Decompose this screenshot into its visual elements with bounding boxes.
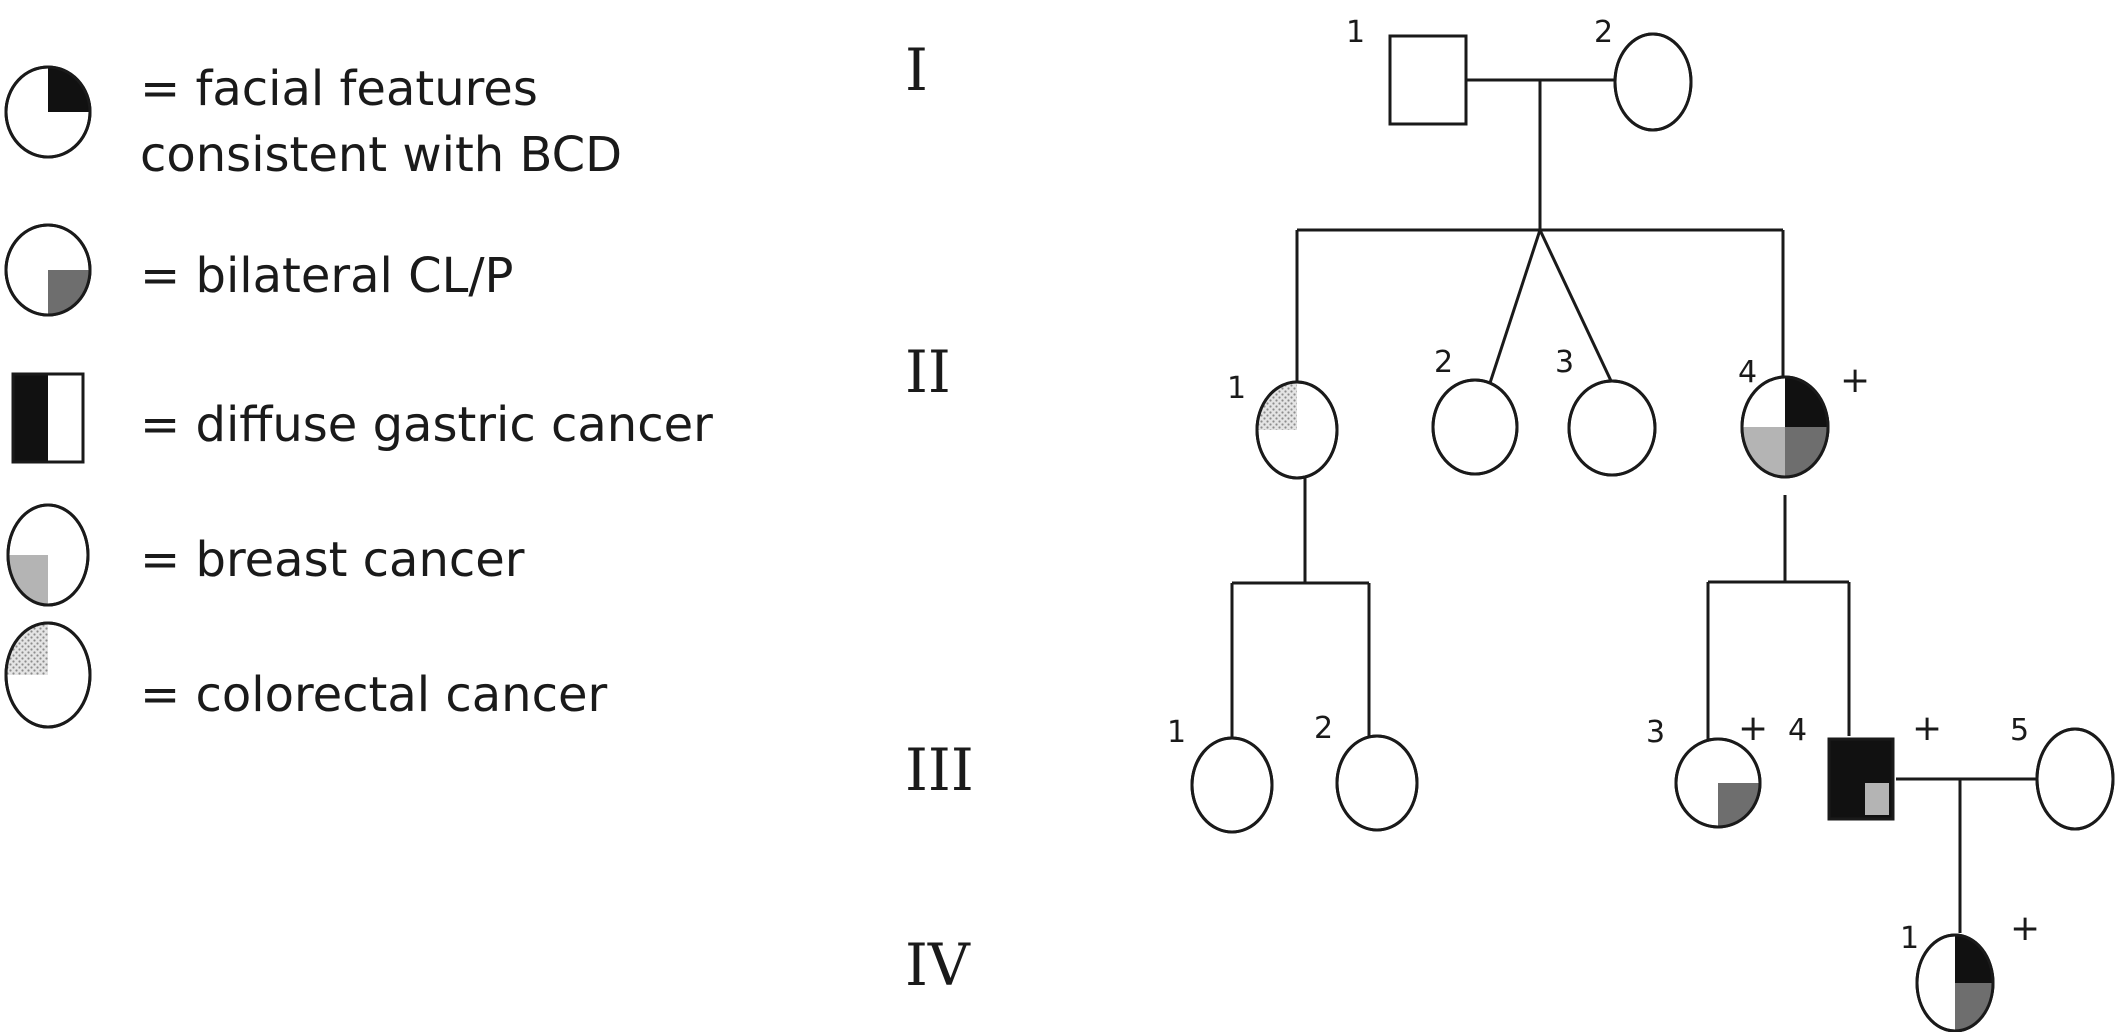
individual-number: 1 bbox=[1167, 715, 1186, 750]
individual-ii-3: 3 bbox=[1555, 345, 1657, 477]
legend-symbol-clp-quadrant bbox=[48, 270, 90, 315]
legend-label: = diffuse gastric cancer bbox=[140, 397, 713, 453]
legend-label: = breast cancer bbox=[140, 532, 525, 588]
individual-iii-3: 3+ bbox=[1646, 708, 1768, 829]
individual-symbol-outline bbox=[1915, 933, 1995, 1032]
individual-ii-4: 4+ bbox=[1738, 355, 1870, 479]
individual-symbol-outline bbox=[1335, 734, 1419, 832]
legend-symbol-outline bbox=[4, 621, 92, 729]
legend-item: = diffuse gastric cancer bbox=[11, 372, 713, 464]
legend-item: = breast cancer bbox=[6, 503, 525, 607]
individual-symbol-clp-quadrant bbox=[1785, 427, 1828, 477]
individual-symbol-clp-quadrant bbox=[1718, 783, 1760, 827]
legend-label: consistent with BCD bbox=[140, 127, 622, 183]
legend-symbol-colorectal-quadrant bbox=[6, 623, 48, 675]
individual-ii-1: 1 bbox=[1227, 371, 1339, 480]
individual-symbol-gastric-half bbox=[1829, 739, 1861, 819]
individual-number: 2 bbox=[1314, 711, 1333, 746]
legend-symbol-outline bbox=[11, 372, 85, 464]
individual-number: 1 bbox=[1346, 15, 1365, 50]
individual-symbol-outline bbox=[1388, 34, 1468, 126]
carrier-plus-mark: + bbox=[1840, 360, 1870, 401]
legend-label: = colorectal cancer bbox=[140, 667, 608, 723]
individual-symbol-upper-fill bbox=[1861, 739, 1893, 779]
individual-number: 1 bbox=[1900, 921, 1919, 956]
twin-line-II-3 bbox=[1538, 229, 1614, 384]
individual-symbol-outline bbox=[1613, 32, 1693, 132]
legend-item: = colorectal cancer bbox=[4, 621, 608, 729]
individual-symbol-outline bbox=[1431, 378, 1519, 476]
legend-symbol-outline bbox=[6, 503, 90, 607]
individual-i-1: 1 bbox=[1346, 15, 1468, 126]
legend-label: = facial features bbox=[140, 61, 538, 117]
carrier-plus-mark: + bbox=[1738, 708, 1768, 749]
legend-symbol-gastric-half bbox=[13, 374, 48, 462]
individual-iii-4: 4+ bbox=[1788, 708, 1942, 821]
individual-iv-1: 1+ bbox=[1900, 908, 2040, 1032]
legend-item: = bilateral CL/P bbox=[4, 223, 514, 317]
individual-i-2: 2 bbox=[1594, 15, 1693, 132]
individual-symbol-clp-quadrant bbox=[1955, 983, 1993, 1031]
legend: = facial features consistent with BCD = bi… bbox=[4, 61, 713, 729]
individual-number: 3 bbox=[1555, 345, 1574, 380]
individual-symbol-square bbox=[1388, 34, 1468, 126]
individual-symbol-breast-quadrant bbox=[1742, 427, 1785, 477]
individual-symbol-outline bbox=[2035, 727, 2115, 831]
individual-number: 5 bbox=[2010, 713, 2029, 748]
individual-iii-5: 5 bbox=[2010, 713, 2115, 831]
individual-iii-2: 2 bbox=[1314, 711, 1419, 832]
generation-label-III: III bbox=[905, 736, 974, 804]
legend-symbol-breast-quadrant bbox=[8, 555, 48, 605]
individual-number: 4 bbox=[1788, 713, 1807, 748]
individual-number: 2 bbox=[1434, 345, 1453, 380]
individual-symbol-outline bbox=[1567, 379, 1657, 477]
generation-label-IV: IV bbox=[905, 931, 971, 999]
individual-symbol-colorectal-quadrant bbox=[1257, 382, 1297, 430]
legend-symbol-outline bbox=[4, 65, 92, 159]
legend-label: = bilateral CL/P bbox=[140, 248, 514, 304]
carrier-plus-mark: + bbox=[1912, 708, 1942, 749]
pedigree-lines bbox=[1230, 78, 2038, 933]
individual-number: 1 bbox=[1227, 371, 1246, 406]
individual-symbol-outline bbox=[1740, 375, 1830, 479]
twin-line-II-2 bbox=[1488, 229, 1542, 384]
individual-iii-1: 1 bbox=[1167, 715, 1274, 834]
individual-symbol-outline bbox=[1190, 736, 1274, 834]
generation-label-II: II bbox=[905, 338, 951, 406]
individual-symbol-breast-quadrant bbox=[1865, 783, 1889, 815]
legend-symbol-outline bbox=[4, 223, 92, 317]
individual-number: 4 bbox=[1738, 355, 1757, 390]
legend-symbol-facial-quadrant bbox=[48, 67, 90, 112]
individual-symbol-outline bbox=[1827, 737, 1895, 821]
legend-item: = facial features consistent with BCD bbox=[4, 61, 622, 183]
individual-symbol-facial-quadrant bbox=[1955, 935, 1993, 983]
individual-symbol-facial-quadrant bbox=[1785, 377, 1828, 427]
individual-symbol-outline bbox=[1255, 380, 1339, 480]
individual-ii-2: 2 bbox=[1431, 345, 1519, 476]
carrier-plus-mark: + bbox=[2010, 908, 2040, 949]
individual-number: 3 bbox=[1646, 715, 1665, 750]
individual-number: 2 bbox=[1594, 15, 1613, 50]
individual-symbol-outline bbox=[1674, 737, 1762, 829]
generation-label-I: I bbox=[905, 36, 928, 104]
